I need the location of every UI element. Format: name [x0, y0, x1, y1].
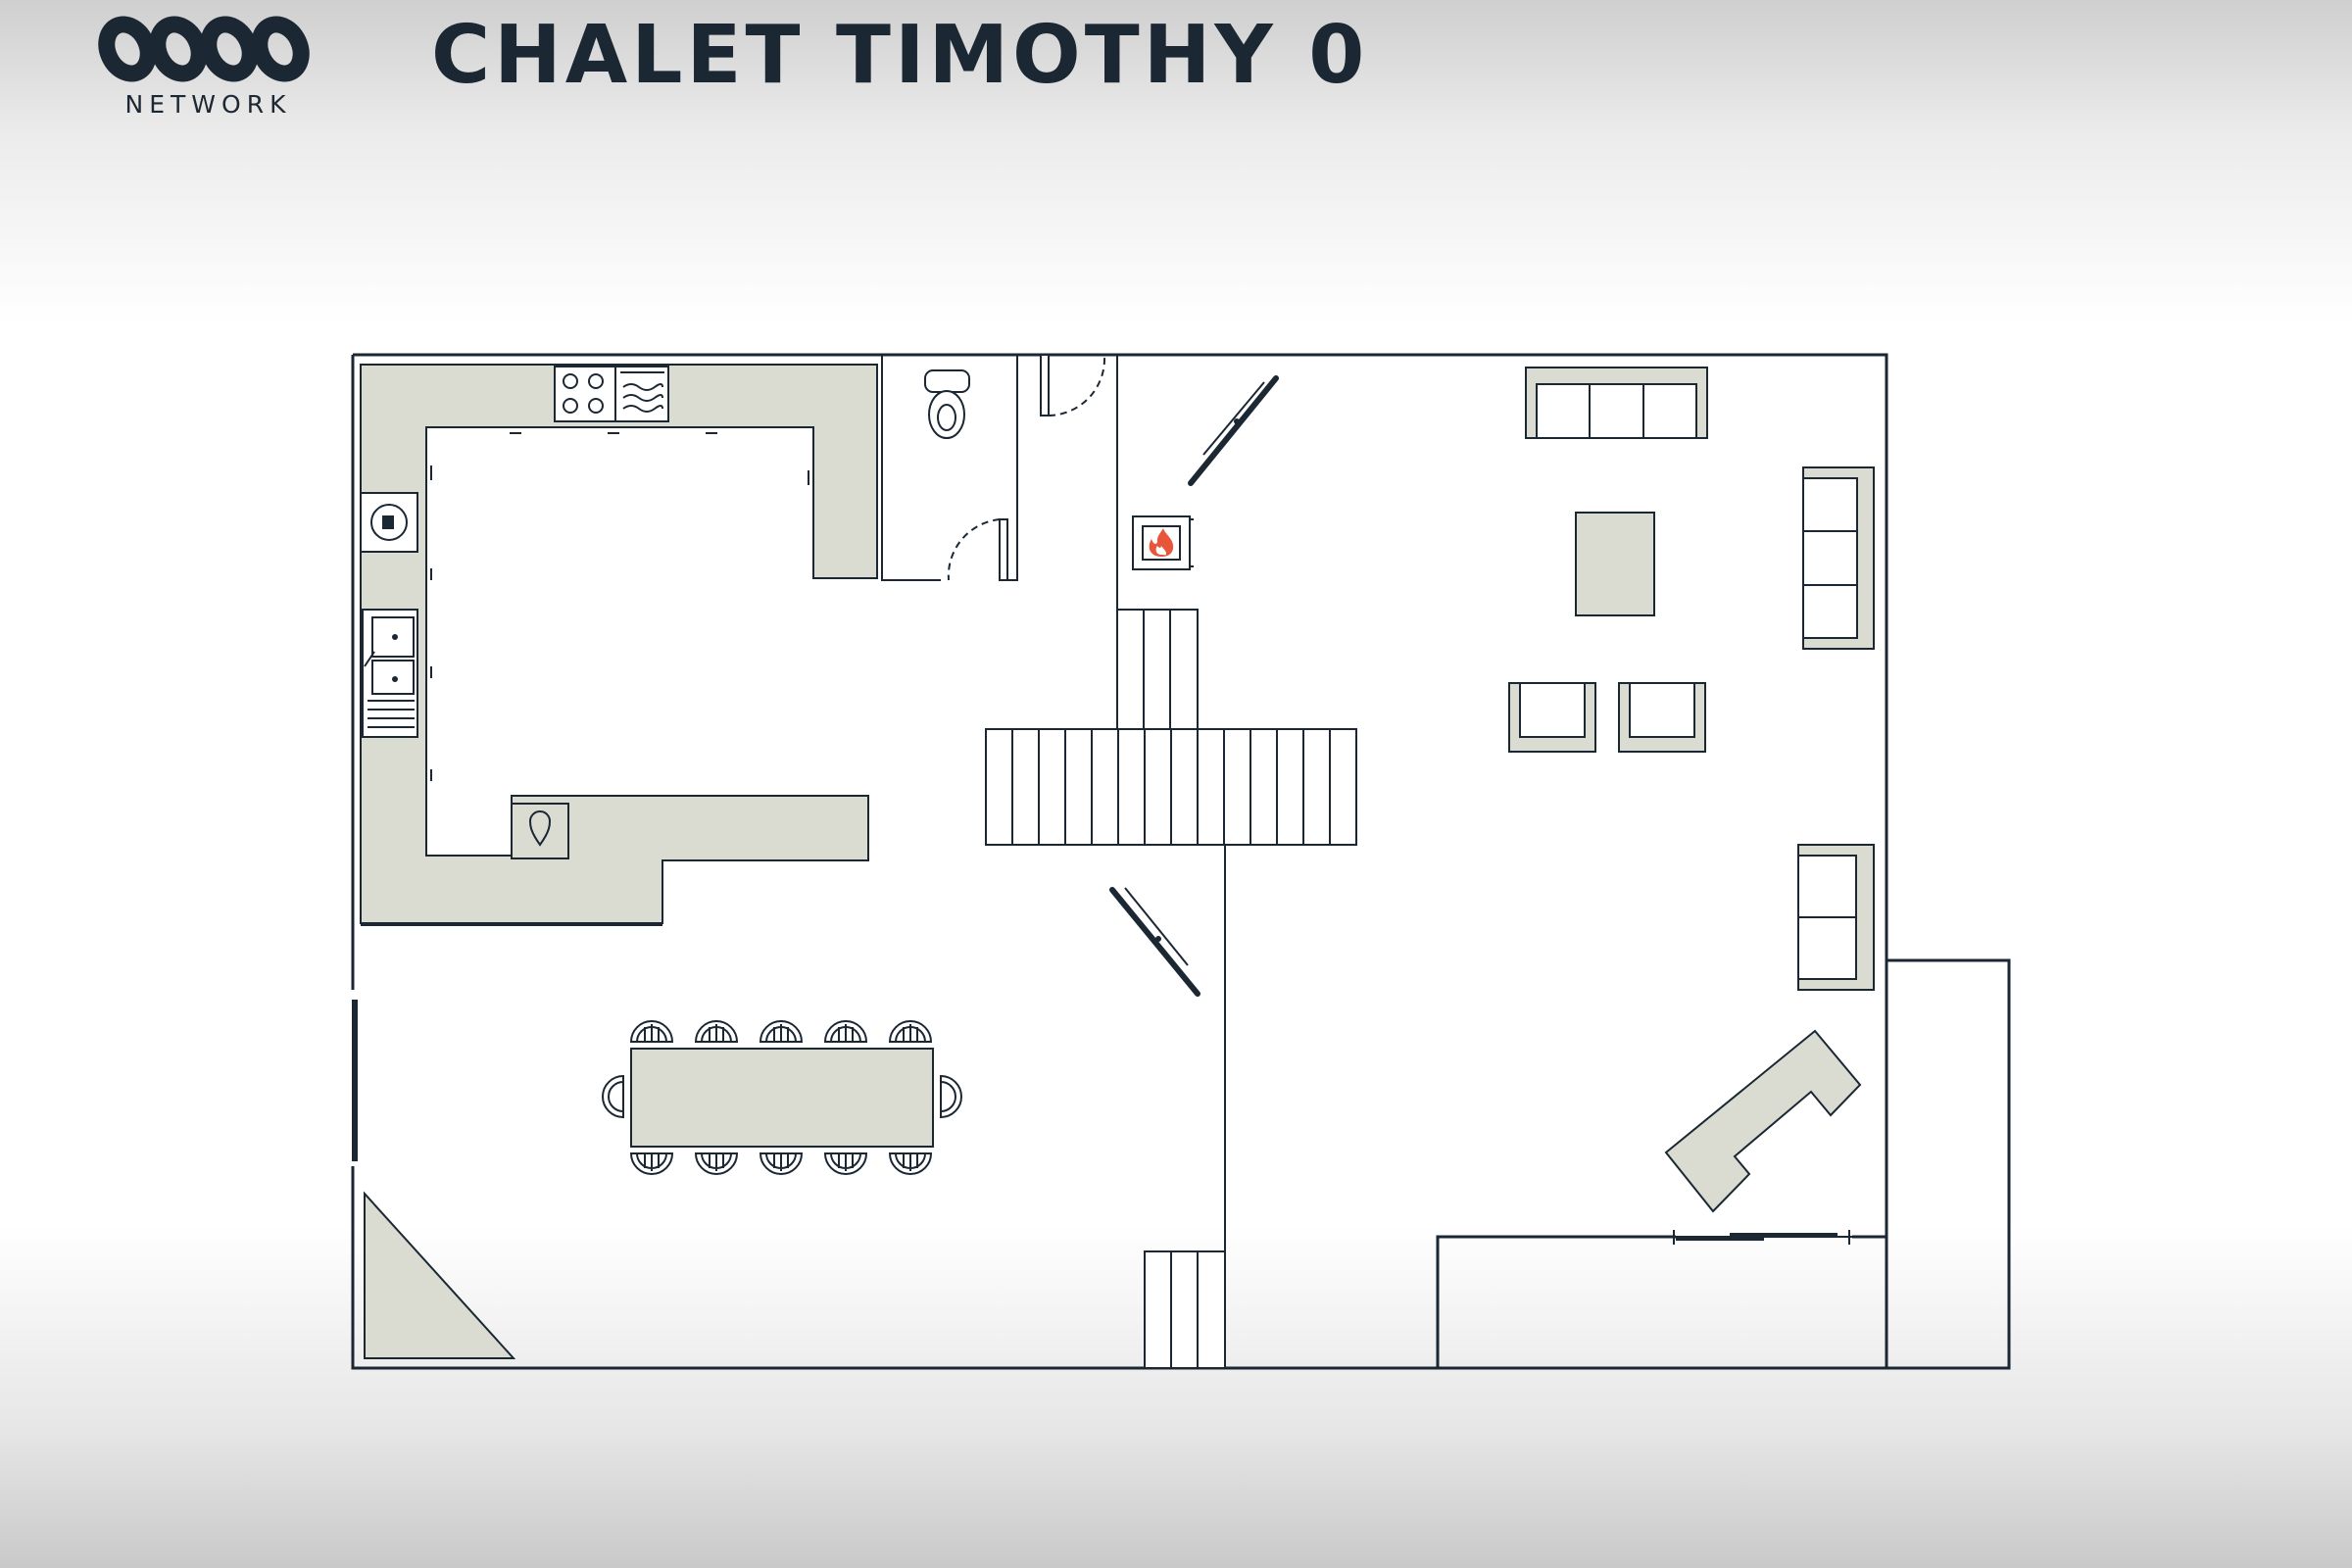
- interior-walls: [881, 355, 1226, 1368]
- staircase-upper: [1116, 609, 1199, 730]
- sink-icon: [362, 609, 418, 738]
- armchair-left: [1508, 682, 1596, 753]
- washing-machine-icon: [360, 492, 418, 553]
- corner-desk: [1664, 1029, 1862, 1213]
- sofa-right-lower: [1797, 844, 1875, 991]
- staircase-main: [985, 728, 1357, 846]
- dining-table: [630, 1048, 934, 1148]
- coffee-table: [1575, 512, 1655, 616]
- cooktop-icon: [554, 366, 616, 422]
- logo-wordmark: NETWORK: [124, 90, 292, 119]
- staircase-lower: [1144, 1250, 1226, 1369]
- corner-unit: [364, 1191, 516, 1359]
- dining-chairs: [602, 1020, 962, 1175]
- page-title: CHALET TIMOTHY 0: [431, 9, 1369, 102]
- outer-walls: [351, 353, 2011, 1370]
- toilet-icon: [924, 369, 970, 439]
- wood-stove-icon: [1132, 515, 1194, 570]
- wc-door: [947, 518, 1008, 581]
- oven-icon: [614, 366, 669, 422]
- pin-appliance-icon: [511, 803, 569, 859]
- sliding-door: [1673, 1230, 1852, 1245]
- brand-logo: NETWORK: [98, 12, 318, 124]
- entrance-door: [1040, 354, 1106, 416]
- armchair-right: [1618, 682, 1706, 753]
- wall-fixture-bottom: [1109, 887, 1200, 997]
- sofa-right-upper: [1802, 466, 1875, 650]
- kitchen-counter: [360, 364, 878, 926]
- logo-mark-icon: [98, 16, 310, 82]
- sofa-top: [1525, 367, 1708, 439]
- wall-fixture-top: [1188, 375, 1279, 486]
